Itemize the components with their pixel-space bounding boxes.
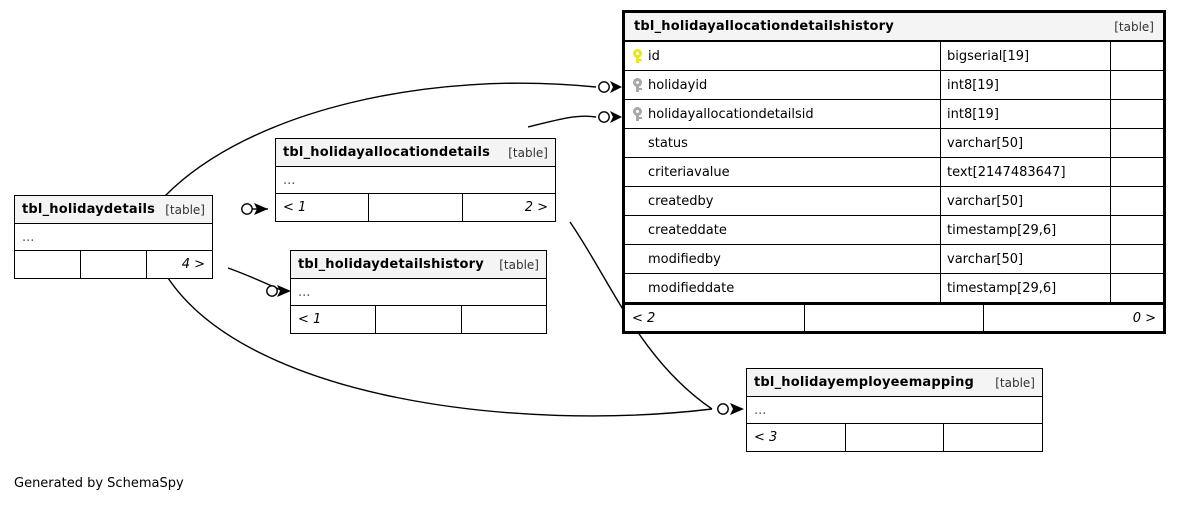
footer-child-count [462, 306, 546, 333]
table-row[interactable]: modifiedby varchar[50] [625, 245, 1163, 274]
generator-credit: Generated by SchemaSpy [14, 476, 184, 491]
column-extra [1111, 216, 1163, 244]
column-name: modifiedby [648, 251, 721, 267]
column-name: createddate [648, 222, 727, 238]
column-type: int8[19] [941, 71, 1111, 99]
column-extra [1111, 71, 1163, 99]
zero-marker [598, 111, 610, 123]
column-extra [1111, 100, 1163, 128]
column-extra [1111, 187, 1163, 215]
table-header: tbl_holidaydetailshistory [table] [291, 251, 546, 279]
table-header: tbl_holidayallocationdetails [table] [276, 139, 555, 167]
column-name: createdby [648, 193, 714, 209]
table-title: tbl_holidayallocationdetails [283, 145, 491, 160]
collapsed-columns-indicator[interactable]: ... [276, 167, 555, 194]
table-header: tbl_holidayallocationdetailshistory [tab… [625, 13, 1163, 42]
column-name: holidayallocationdetailsid [648, 106, 814, 122]
table-footer: < 2 0 > [625, 303, 1163, 331]
table-tbl-holidayallocationdetailshistory[interactable]: tbl_holidayallocationdetailshistory [tab… [622, 10, 1166, 334]
collapsed-columns-indicator[interactable]: ... [15, 224, 212, 251]
column-type: varchar[50] [941, 245, 1111, 273]
column-type: timestamp[29,6] [941, 216, 1111, 244]
footer-middle [805, 305, 985, 331]
column-name: status [648, 135, 688, 151]
footer-parent-count: < 1 [291, 306, 377, 333]
table-tbl-holidayemployeemapping[interactable]: tbl_holidayemployeemapping [table] ... <… [746, 368, 1043, 452]
footer-child-count: 2 > [524, 200, 548, 215]
table-row[interactable]: holidayid int8[19] [625, 71, 1163, 100]
footer-child-count: 0 > [1132, 310, 1157, 326]
footer-middle [81, 251, 147, 278]
column-type: timestamp[29,6] [941, 274, 1111, 302]
table-title: tbl_holidaydetails [22, 202, 156, 217]
zero-marker [241, 203, 253, 215]
table-row[interactable]: createdby varchar[50] [625, 187, 1163, 216]
relationship-line-holidaydetails-detailshistory [227, 267, 284, 292]
footer-parent-count: < 3 [747, 424, 846, 451]
table-title: tbl_holidaydetailshistory [298, 257, 484, 272]
table-title: tbl_holidayemployeemapping [754, 375, 975, 390]
table-title: tbl_holidayallocationdetailshistory [634, 19, 894, 34]
zero-marker [717, 403, 729, 415]
table-row[interactable]: status varchar[50] [625, 129, 1163, 158]
collapsed-columns-indicator[interactable]: ... [291, 279, 546, 306]
footer-parent-count: < 2 [625, 305, 805, 331]
table-row[interactable]: createddate timestamp[29,6] [625, 216, 1163, 245]
footer-middle [846, 424, 945, 451]
column-type: bigserial[19] [941, 42, 1111, 70]
column-extra [1111, 42, 1163, 70]
column-name: modifieddate [648, 280, 735, 296]
table-tbl-holidaydetailshistory[interactable]: tbl_holidaydetailshistory [table] ... < … [290, 250, 547, 334]
table-row[interactable]: modifieddate timestamp[29,6] [625, 274, 1163, 303]
table-kind-label: [table] [995, 375, 1035, 390]
table-footer: < 3 [747, 424, 1042, 451]
table-tbl-holidayallocationdetails[interactable]: tbl_holidayallocationdetails [table] ...… [275, 138, 556, 222]
column-type: varchar[50] [941, 129, 1111, 157]
table-kind-label: [table] [508, 145, 548, 160]
table-header: tbl_holidayemployeemapping [table] [747, 369, 1042, 397]
column-type: int8[19] [941, 100, 1111, 128]
column-extra [1111, 245, 1163, 273]
footer-parent-count [15, 251, 81, 278]
column-extra [1111, 158, 1163, 186]
column-name: criteriavalue [648, 164, 730, 180]
table-footer: < 1 [291, 306, 546, 333]
table-kind-label: [table] [165, 202, 205, 217]
column-type: varchar[50] [941, 187, 1111, 215]
column-name: holidayid [648, 77, 708, 93]
collapsed-columns-indicator[interactable]: ... [747, 397, 1042, 424]
table-row[interactable]: holidayallocationdetailsid int8[19] [625, 100, 1163, 129]
table-kind-label: [table] [1114, 19, 1154, 34]
column-extra [1111, 129, 1163, 157]
footer-parent-count: < 1 [276, 194, 370, 221]
zero-marker [266, 285, 278, 297]
table-row[interactable]: criteriavalue text[2147483647] [625, 158, 1163, 187]
table-row[interactable]: id bigserial[19] [625, 42, 1163, 71]
footer-middle [376, 306, 462, 333]
table-kind-label: [table] [499, 257, 539, 272]
foreign-key-icon [633, 107, 642, 121]
footer-child-count: 4 > [181, 257, 205, 272]
relationship-line-allocationdetails-history [527, 115, 597, 128]
table-tbl-holidaydetails[interactable]: tbl_holidaydetails [table] ... 4 > [14, 195, 213, 279]
table-header: tbl_holidaydetails [table] [15, 196, 212, 224]
table-footer: < 1 2 > [276, 194, 555, 221]
table-footer: 4 > [15, 251, 212, 278]
foreign-key-icon [633, 78, 642, 92]
column-name: id [648, 48, 660, 64]
column-extra [1111, 274, 1163, 302]
footer-middle [369, 194, 463, 221]
primary-key-icon [633, 49, 642, 63]
zero-marker [598, 81, 610, 93]
footer-child-count [944, 424, 1042, 451]
column-type: text[2147483647] [941, 158, 1111, 186]
